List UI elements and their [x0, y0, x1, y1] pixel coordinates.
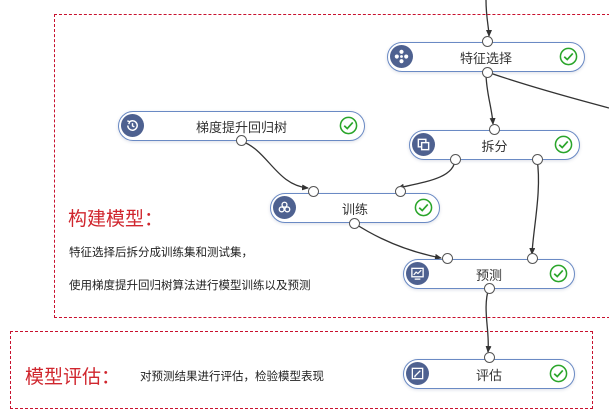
success-check-icon — [414, 198, 433, 217]
edge-predict-to-evaluate — [485, 286, 492, 353]
model-evaluation-region — [10, 331, 593, 409]
predict-input-port-left[interactable] — [441, 252, 453, 264]
history-clock-icon — [121, 114, 144, 137]
edge-split-to-train — [397, 158, 456, 190]
success-check-icon — [339, 116, 358, 135]
train-output-port[interactable] — [348, 217, 360, 229]
feature-select-icon — [390, 45, 413, 68]
monitor-chart-icon — [406, 262, 429, 285]
node-split[interactable]: 拆分 — [409, 130, 580, 160]
split-output-port-left[interactable] — [449, 153, 461, 165]
train-input-port-right[interactable] — [394, 185, 406, 197]
node-evaluate[interactable]: 评估 — [403, 359, 575, 389]
node-predict-label: 预测 — [475, 268, 502, 284]
build-model-desc-line2: 使用梯度提升回归树算法进行模型训练以及预测 — [69, 278, 311, 292]
edge-feature-select-to-offscreen — [489, 72, 609, 109]
edge-input-to-feature-select — [485, 0, 492, 37]
evaluate-input-port[interactable] — [483, 351, 495, 363]
model-evaluation-desc: 对预测结果进行评估，检验模型表现 — [140, 369, 324, 383]
success-check-icon — [549, 264, 568, 283]
edge-train-to-predict — [353, 222, 442, 260]
success-check-icon — [549, 364, 568, 383]
node-split-label: 拆分 — [481, 139, 508, 155]
node-train-label: 训练 — [341, 202, 368, 218]
node-feature-select-label: 特征选择 — [459, 51, 512, 67]
predict-input-port-right[interactable] — [526, 252, 538, 264]
success-check-icon — [554, 135, 573, 154]
build-model-heading: 构建模型： — [68, 208, 164, 230]
edge-gbdt-to-train — [240, 140, 309, 191]
train-input-port-left[interactable] — [307, 185, 319, 197]
model-evaluation-heading: 模型评估： — [25, 366, 121, 388]
split-input-port[interactable] — [488, 123, 500, 135]
build-model-region — [54, 14, 609, 318]
split-output-port-right[interactable] — [531, 153, 543, 165]
gbdt-output-port[interactable] — [235, 134, 247, 146]
edit-square-icon — [406, 362, 429, 385]
edge-split-to-predict — [529, 158, 540, 255]
success-check-icon — [559, 47, 578, 66]
predict-output-port[interactable] — [483, 282, 495, 294]
node-evaluate-label: 评估 — [475, 368, 502, 384]
build-model-desc-line1: 特征选择后拆分成训练集和测试集， — [69, 245, 253, 259]
split-copy-icon — [412, 133, 435, 156]
train-cloud-icon — [273, 196, 296, 219]
edge-feature-select-to-split — [485, 72, 496, 125]
node-gbdt-label: 梯度提升回归树 — [195, 120, 287, 136]
feature-select-input-port[interactable] — [481, 35, 493, 47]
feature-select-output-port[interactable] — [481, 66, 493, 78]
